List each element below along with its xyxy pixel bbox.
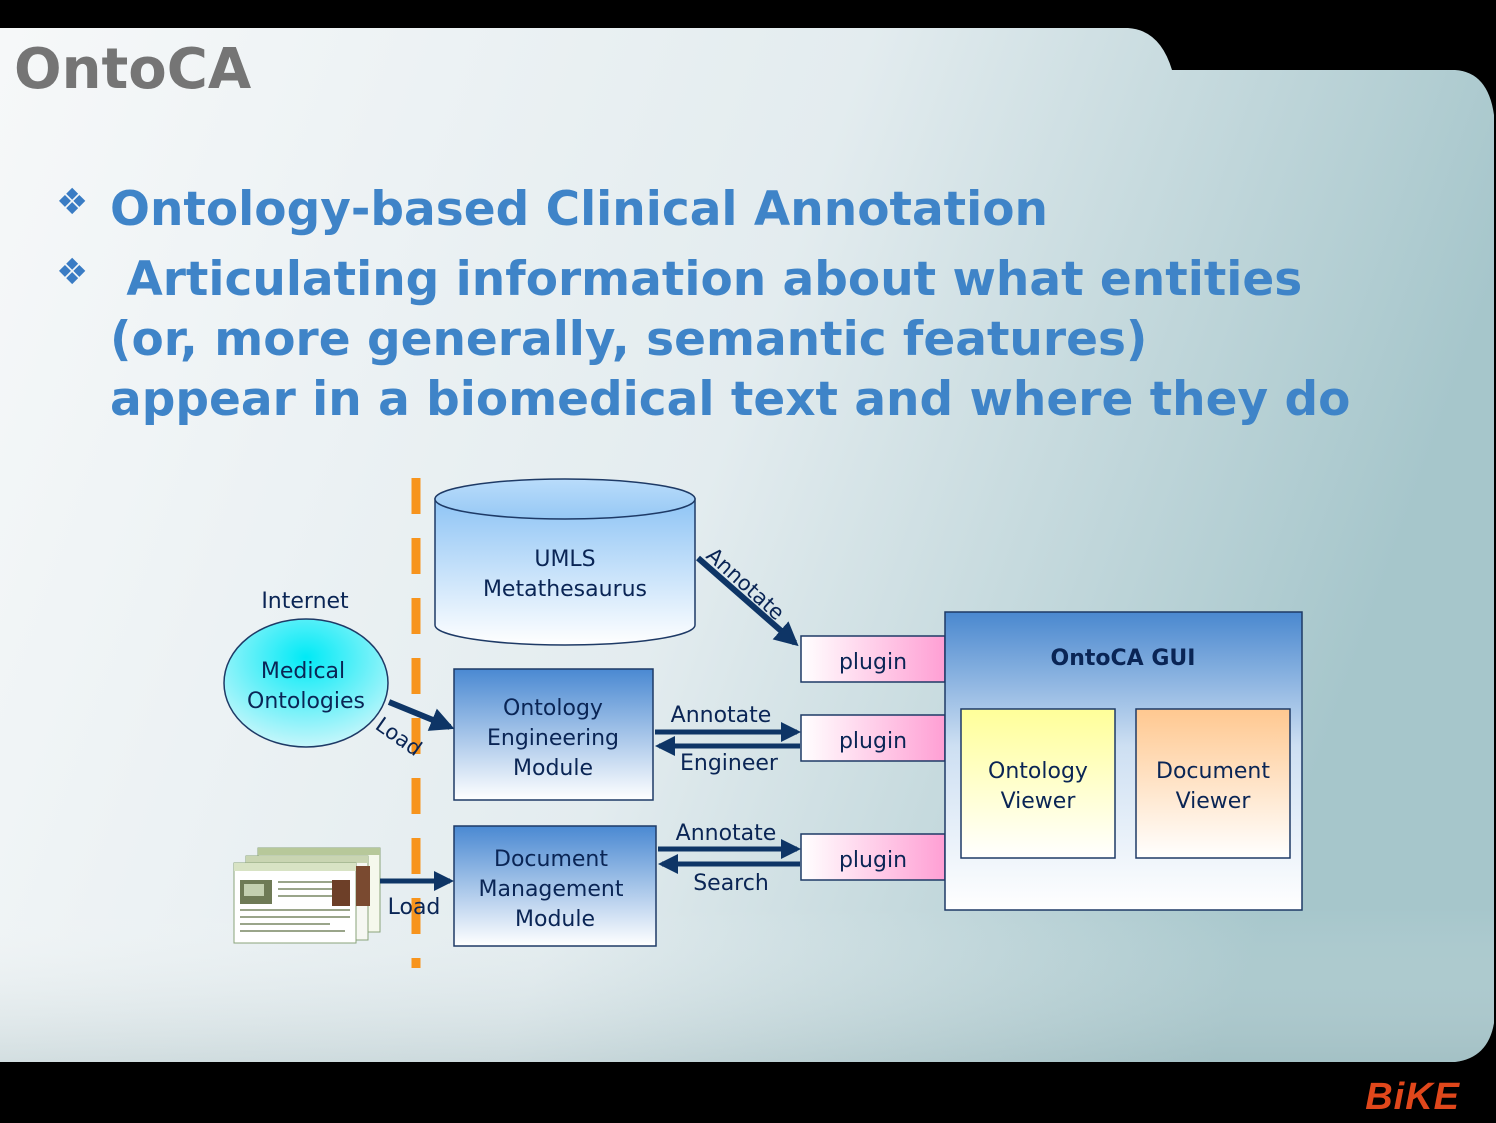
ontology-viewer: Ontology Viewer <box>960 708 1116 859</box>
edge-label-document-annotate: Annotate <box>676 821 777 846</box>
ontoca-gui: OntoCA GUI Ontology Viewer Document View… <box>944 611 1303 911</box>
edge-label-ontology-annotate: Annotate <box>671 703 772 728</box>
bullet-1: ❖ Ontology-based Clinical Annotation <box>56 180 1048 240</box>
umls-database: UMLS Metathesaurus <box>434 478 696 646</box>
plugin-document-label: plugin <box>839 848 907 873</box>
edge-label-ontology-engineer: Engineer <box>680 751 779 776</box>
plugin-umls-label: plugin <box>839 650 907 675</box>
arrow-umls-annotate <box>696 555 799 647</box>
diamond-bullet-icon: ❖ <box>56 182 89 223</box>
ontology-module-label-1: Ontology <box>503 696 603 721</box>
document-module-label-3: Module <box>515 907 595 932</box>
bullet-2-line-1: Articulating information about what enti… <box>110 252 1303 307</box>
documents-thumbnail-icon <box>233 847 381 944</box>
document-management-module: Document Management Module <box>453 825 657 947</box>
arrow-medical-load <box>387 699 455 731</box>
edge-label-umls-annotate: Annotate <box>702 543 789 625</box>
ontoca-gui-title: OntoCA GUI <box>1051 646 1196 671</box>
plugin-umls: plugin <box>800 635 946 683</box>
medical-ontologies-label-1: Medical <box>261 659 345 684</box>
ontology-viewer-label-2: Viewer <box>1001 789 1077 814</box>
bike-logo: BiKE <box>1365 1076 1460 1118</box>
document-viewer-label-2: Viewer <box>1176 789 1252 814</box>
ontology-engineering-module: Ontology Engineering Module <box>453 668 654 801</box>
document-module-label-1: Document <box>494 847 608 872</box>
ontology-viewer-label-1: Ontology <box>988 759 1088 784</box>
edge-label-document-search: Search <box>693 871 769 896</box>
ontology-module-label-3: Module <box>513 756 593 781</box>
bullet-1-line-1: Ontology-based Clinical Annotation <box>110 182 1049 237</box>
plugin-ontology-label: plugin <box>839 729 907 754</box>
plugin-ontology: plugin <box>800 714 946 762</box>
diamond-bullet-icon: ❖ <box>56 252 89 293</box>
document-viewer-label-1: Document <box>1156 759 1270 784</box>
bullet-2-line-3: appear in a biomedical text and where th… <box>110 372 1351 427</box>
medical-ontologies-label-2: Ontologies <box>247 689 365 714</box>
edge-label-documents-load: Load <box>388 895 441 920</box>
internet-label: Internet <box>261 589 349 614</box>
plugin-document: plugin <box>800 833 946 881</box>
document-module-label-2: Management <box>479 877 624 902</box>
bullet-2-line-2: (or, more generally, semantic features) <box>110 312 1148 367</box>
bullet-2: ❖ Articulating information about what en… <box>56 250 1350 430</box>
slide-title: OntoCA <box>14 37 252 102</box>
umls-label-1: UMLS <box>534 547 595 572</box>
umls-label-2: Metathesaurus <box>483 577 647 602</box>
ontology-module-label-2: Engineering <box>487 726 619 751</box>
medical-ontologies-node: Medical Ontologies <box>223 618 389 748</box>
document-viewer: Document Viewer <box>1135 708 1291 859</box>
